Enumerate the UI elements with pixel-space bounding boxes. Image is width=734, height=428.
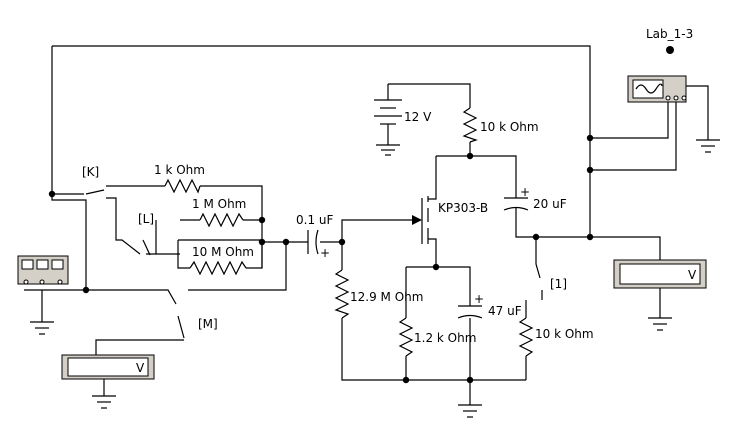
c-in-plus: + — [320, 246, 330, 260]
switch-1-label: [1] — [550, 277, 567, 291]
capacitor-output — [503, 192, 529, 212]
resistor-10k-load — [518, 317, 534, 357]
r-gate-label: 12.9 M Ohm — [350, 290, 423, 304]
resistor-12-9m — [334, 269, 350, 319]
junction-dots — [48, 134, 594, 384]
ground-scope — [696, 139, 720, 153]
voltmeter-right[interactable] — [613, 259, 707, 289]
ground-center — [458, 404, 482, 418]
lab-label: Lab_1-3 — [646, 27, 693, 41]
resistor-1m — [199, 212, 244, 228]
c-in-label: 0.1 uF — [296, 213, 334, 227]
wires — [24, 45, 709, 405]
r-1k-label: 1 k Ohm — [154, 163, 205, 177]
switch-l-label: [L] — [138, 212, 154, 226]
transistor-kp303 — [412, 215, 422, 225]
probe-marker[interactable] — [666, 46, 674, 54]
resistor-1-2k — [398, 317, 414, 357]
c-source-plus: + — [474, 292, 484, 306]
meter-right-unit: V — [688, 268, 697, 282]
ground-bottom-left — [92, 395, 116, 409]
ground-left — [30, 321, 54, 335]
resistor-1k — [164, 178, 201, 194]
capacitor-input — [307, 229, 319, 255]
c-out-label: 20 uF — [533, 197, 567, 211]
c-source-label: 47 uF — [488, 304, 522, 318]
switch-m-label: [M] — [198, 317, 218, 331]
switch-k-label: [K] — [82, 165, 99, 179]
r-source-label: 1.2 k Ohm — [414, 331, 476, 345]
ground-right-meter — [648, 317, 672, 331]
c-out-plus: + — [520, 185, 530, 199]
battery-label: 12 V — [404, 110, 432, 124]
meter-bottom-unit: V — [136, 361, 145, 375]
transistor-label: KP303-B — [438, 201, 488, 215]
oscilloscope[interactable] — [627, 75, 687, 103]
r-load-label: 10 k Ohm — [535, 327, 594, 341]
voltmeter-bottom[interactable] — [61, 354, 155, 380]
r-1m-label: 1 M Ohm — [192, 197, 246, 211]
function-generator[interactable] — [17, 255, 69, 285]
resistor-10m — [189, 260, 247, 276]
r-drain-label: 10 k Ohm — [480, 120, 539, 134]
battery-12v — [374, 99, 402, 156]
capacitor-source — [457, 300, 483, 319]
r-10m-label: 10 M Ohm — [192, 245, 254, 259]
resistor-10k-drain — [462, 107, 478, 143]
